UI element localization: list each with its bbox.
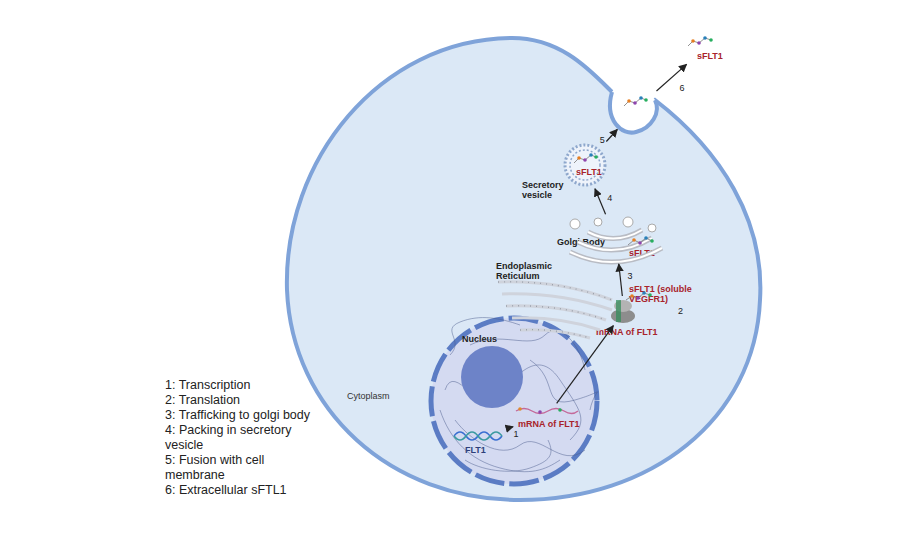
peptide-chain xyxy=(688,38,711,46)
amino-acid xyxy=(639,96,643,100)
node-label: Golgi Body xyxy=(557,237,617,247)
secretory-vesicle: Secretory vesiclesFLT1 xyxy=(563,143,607,187)
step-number: 3 xyxy=(628,271,633,281)
step-number: 6 xyxy=(680,83,685,93)
node-label: sFLT1 xyxy=(628,110,658,120)
node-label: sFLT1 (soluble VEGFR1) xyxy=(629,284,699,305)
legend-entry: 1: Transcription xyxy=(165,378,317,393)
node-label: Secretory vesicle xyxy=(522,180,570,201)
endoplasmic-reticulum: Endoplasmic Reticulum xyxy=(495,258,605,334)
legend: 1: Transcription2: Translation3: Traffic… xyxy=(165,378,317,498)
legend-entry: 6: Extracellular sFTL1 xyxy=(165,483,317,498)
amino-acid xyxy=(691,39,695,43)
step-number: 4 xyxy=(607,193,612,203)
legend-entry: 4: Packing in secretory vesicle xyxy=(165,423,317,453)
ribosome: sFLT1 (soluble VEGFR1)mRNA of FLT1 xyxy=(606,298,642,324)
node-label: mRNA of FLT1 xyxy=(518,419,590,429)
node-sublabel: sFLT1 xyxy=(576,167,606,177)
legend-entry: 2: Translation xyxy=(165,393,317,408)
vesicle-membrane xyxy=(565,145,605,185)
gene: FLT1 xyxy=(452,428,504,444)
extracellular-protein: sFLT1 xyxy=(683,33,727,63)
nucleus-outline xyxy=(428,315,600,487)
amino-acid xyxy=(644,98,648,102)
callout-number: 2 xyxy=(678,306,683,316)
nucleus: NucleusFLT1 mRNA of FLT1 xyxy=(428,315,600,487)
node-label: FLT1 xyxy=(465,445,495,455)
golgi-body: Golgi BodysFLT1 xyxy=(566,216,666,262)
node-sublabel: mRNA of FLT1 xyxy=(596,327,668,337)
legend-entry: 3: Trafficking to golgi body xyxy=(165,408,317,423)
node-label: sFLT1 xyxy=(697,51,727,61)
amino-acid xyxy=(703,36,707,40)
nuclear-envelope xyxy=(431,318,597,484)
legend-entry: 5: Fusion with cell membrane xyxy=(165,453,317,483)
step-number: 1 xyxy=(514,429,519,439)
node-sublabel: sFLT1 xyxy=(629,248,669,258)
node-label: Nucleus xyxy=(462,334,512,344)
cell-membrane xyxy=(287,38,760,500)
node-label: Cytoplasm xyxy=(347,391,407,401)
step-number: 5 xyxy=(600,135,605,145)
membrane-fusion: sFLT1 xyxy=(615,92,655,128)
mrna: mRNA of FLT1 xyxy=(515,405,577,431)
node-label: Endoplasmic Reticulum xyxy=(496,261,558,282)
amino-acid xyxy=(709,38,713,42)
secretory-vesicle-outline xyxy=(563,143,607,187)
amino-acid xyxy=(697,41,701,45)
cell: Cytoplasm NucleusFLT1 mRNA of FLT1 Endoplas… xyxy=(283,33,763,501)
